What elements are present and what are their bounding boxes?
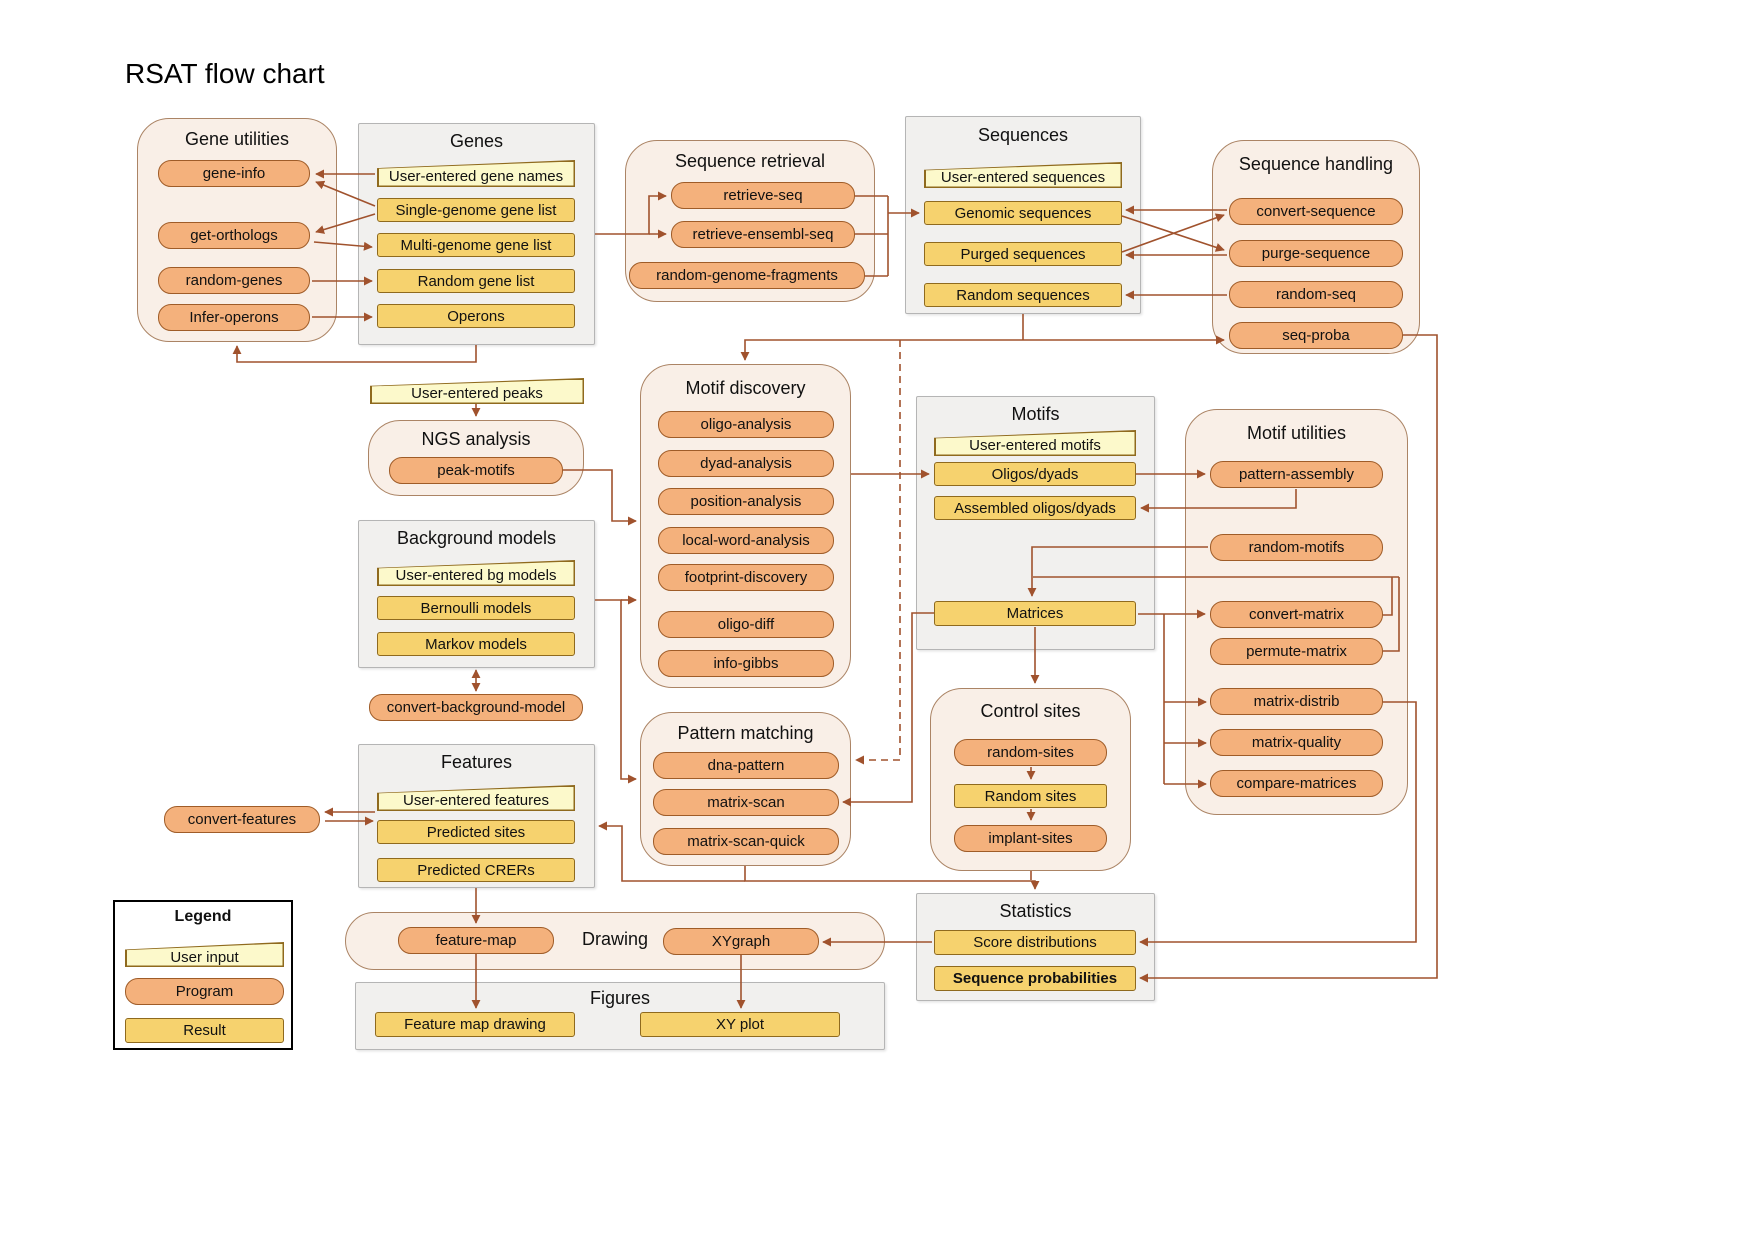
node-oligos-dyads: Oligos/dyads: [934, 462, 1136, 486]
group-title-ngs-analysis: NGS analysis: [421, 429, 531, 449]
node-random-sequences: Random sequences: [924, 283, 1122, 307]
node-user-entered-bg-models-label: User-entered bg models: [395, 567, 557, 584]
arrow-bg-models-to-pattern-matching: [595, 599, 637, 784]
group-title-motif-discovery: Motif discovery: [685, 378, 806, 398]
node-user-entered-motifs-label: User-entered motifs: [969, 437, 1101, 454]
legend-title: Legend: [174, 908, 232, 925]
node-retrieve-ensembl-seq: retrieve-ensembl-seq: [671, 221, 855, 248]
page-title: RSAT flow chart: [125, 58, 325, 89]
node-operons: Operons: [377, 304, 575, 328]
node-convert-sequence: convert-sequence: [1229, 198, 1403, 225]
node-dna-pattern: dna-pattern: [653, 752, 839, 779]
node-sequence-probabilities: Sequence probabilities: [934, 966, 1136, 991]
node-dyad-analysis: dyad-analysis: [658, 450, 834, 477]
node-convert-features: convert-features: [164, 806, 320, 833]
group-title-motifs: Motifs: [1011, 404, 1060, 424]
node-single-genome-gene-list: Single-genome gene list: [377, 198, 575, 222]
node-pattern-assembly: pattern-assembly: [1210, 461, 1383, 488]
arrow-sequences-to-pattern-matching-dashed: [855, 340, 901, 765]
group-title-features: Features: [440, 752, 513, 772]
node-user-entered-gene-names-label: User-entered gene names: [388, 167, 564, 185]
node-random-genome-fragments: random-genome-fragments: [629, 262, 865, 289]
group-title-genes: Genes: [449, 131, 504, 151]
node-user-entered-bg-models: User-entered bg models: [377, 560, 575, 586]
node-peak-motifs: peak-motifs: [389, 457, 563, 484]
group-title-control-sites: Control sites: [980, 701, 1081, 721]
node-random-motifs: random-motifs: [1210, 534, 1383, 561]
node-matrices: Matrices: [934, 601, 1136, 626]
arrow-genes-to-gene-utilities-loop: [232, 345, 477, 363]
node-xy-plot: XY plot: [640, 1012, 840, 1037]
node-feature-map-drawing: Feature map drawing: [375, 1012, 575, 1037]
node-footprint-discovery: footprint-discovery: [658, 564, 834, 591]
node-genomic-sequences: Genomic sequences: [924, 201, 1122, 225]
node-info-gibbs: info-gibbs: [658, 650, 834, 677]
node-user-entered-peaks-label: User-entered peaks: [411, 385, 543, 402]
arrow-sequences-to-motif-discovery: [740, 339, 1023, 361]
node-gene-info: gene-info: [158, 160, 310, 187]
group-title-figures: Figures: [589, 988, 651, 1008]
legend-user-input: User input: [125, 942, 284, 967]
legend-program: Program: [125, 978, 284, 1005]
node-permute-matrix: permute-matrix: [1210, 638, 1383, 665]
node-markov-models: Markov models: [377, 632, 575, 656]
legend: Legend User input Program Result: [113, 900, 293, 1050]
group-title-pattern-matching: Pattern matching: [677, 723, 814, 743]
node-purged-sequences: Purged sequences: [924, 242, 1122, 266]
node-user-entered-motifs: User-entered motifs: [934, 430, 1136, 456]
node-purge-sequence: purge-sequence: [1229, 240, 1403, 267]
node-retrieve-seq: retrieve-seq: [671, 182, 855, 209]
node-user-entered-features-label: User-entered features: [403, 792, 549, 809]
group-title-sequence-retrieval: Sequence retrieval: [674, 151, 826, 171]
node-oligo-diff: oligo-diff: [658, 611, 834, 638]
group-title-sequence-handling: Sequence handling: [1238, 154, 1394, 174]
node-random-sites-result: Random sites: [954, 784, 1107, 808]
node-user-entered-peaks: User-entered peaks: [370, 378, 584, 404]
node-get-orthologs: get-orthologs: [158, 222, 310, 249]
node-user-entered-features: User-entered features: [377, 785, 575, 811]
node-compare-matrices: compare-matrices: [1210, 770, 1383, 797]
node-local-word-analysis: local-word-analysis: [658, 527, 834, 554]
node-multi-genome-gene-list: Multi-genome gene list: [377, 233, 575, 257]
node-random-gene-list: Random gene list: [377, 269, 575, 293]
node-matrix-scan: matrix-scan: [653, 789, 839, 816]
node-position-analysis: position-analysis: [658, 488, 834, 515]
node-oligo-analysis: oligo-analysis: [658, 411, 834, 438]
node-seq-proba: seq-proba: [1229, 322, 1403, 349]
group-title-sequences: Sequences: [977, 125, 1069, 145]
node-random-genes: random-genes: [158, 267, 310, 294]
node-random-sites: random-sites: [954, 739, 1107, 766]
legend-user-input-label: User input: [170, 948, 239, 966]
node-convert-matrix: convert-matrix: [1210, 601, 1383, 628]
node-implant-sites: implant-sites: [954, 825, 1107, 852]
legend-result: Result: [125, 1018, 284, 1043]
node-feature-map: feature-map: [398, 927, 554, 954]
group-title-drawing: Drawing: [581, 929, 649, 949]
node-matrix-scan-quick: matrix-scan-quick: [653, 828, 839, 855]
node-user-entered-sequences-label: User-entered sequences: [940, 169, 1106, 186]
group-title-gene-utilities: Gene utilities: [184, 129, 290, 149]
node-xygraph: XYgraph: [663, 928, 819, 955]
node-assembled-oligos-dyads: Assembled oligos/dyads: [934, 496, 1136, 520]
node-random-seq: random-seq: [1229, 281, 1403, 308]
node-user-entered-sequences: User-entered sequences: [924, 162, 1122, 188]
node-matrix-quality: matrix-quality: [1210, 729, 1383, 756]
node-convert-background-model: convert-background-model: [369, 694, 583, 721]
node-infer-operons: Infer-operons: [158, 304, 310, 331]
node-predicted-crers: Predicted CRERs: [377, 858, 575, 882]
node-predicted-sites: Predicted sites: [377, 820, 575, 844]
node-score-distributions: Score distributions: [934, 930, 1136, 955]
group-title-background-models: Background models: [396, 528, 557, 548]
node-matrix-distrib: matrix-distrib: [1210, 688, 1383, 715]
node-bernoulli-models: Bernoulli models: [377, 596, 575, 620]
group-title-motif-utilities: Motif utilities: [1246, 423, 1347, 443]
group-title-statistics: Statistics: [999, 901, 1072, 921]
